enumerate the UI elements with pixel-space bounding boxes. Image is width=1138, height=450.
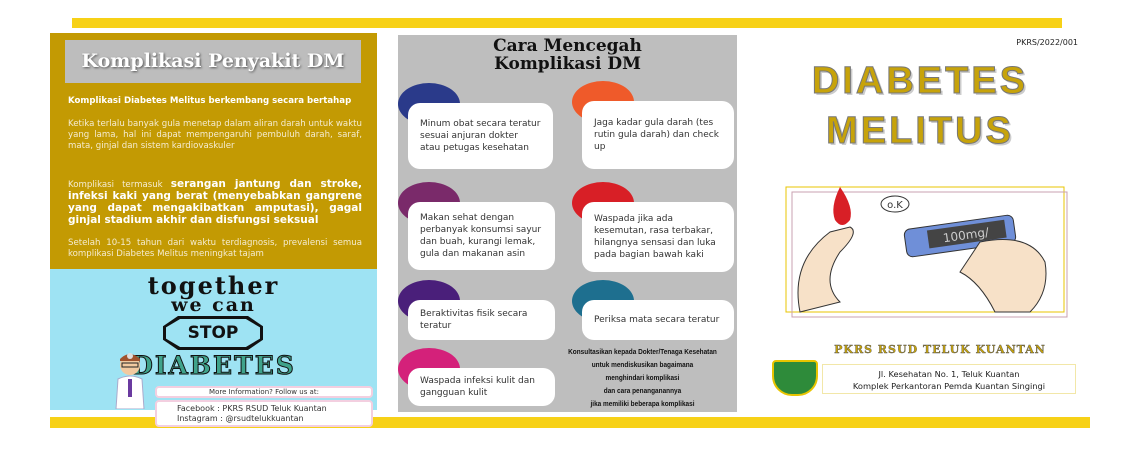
tip-card: Periksa mata secara teratur bbox=[582, 300, 734, 340]
address-line1: Jl. Kesehatan No. 1, Teluk Kuantan bbox=[878, 369, 1020, 379]
poster-diabetes: DIABETES bbox=[131, 351, 296, 381]
address-line2: Komplek Perkantoran Pemda Kuantan Singin… bbox=[852, 381, 1046, 391]
cover-title-diabetes: DIABETES bbox=[811, 60, 1029, 103]
stop-diabetes-poster: together we can STOP DIABETES More Infor… bbox=[50, 269, 377, 427]
doctor-cartoon-icon bbox=[115, 353, 145, 409]
tip-text: Jaga kadar gula darah (tes rutin gula da… bbox=[594, 118, 719, 152]
organization-name: PKRS RSUD TELUK KUANTAN bbox=[834, 343, 1046, 356]
title-line1: Cara Mencegah bbox=[493, 36, 642, 56]
consult-line: menghindari komplikasi bbox=[605, 373, 680, 382]
tip-card: Beraktivitas fisik secara teratur bbox=[408, 300, 555, 340]
tip-card: Minum obat secara teratur sesuai anjuran… bbox=[408, 103, 553, 169]
prevalence-paragraph: Setelah 10-15 tahun dari waktu terdiagno… bbox=[68, 238, 362, 259]
facebook-link[interactable]: Facebook : PKRS RSUD Teluk Kuantan bbox=[177, 404, 327, 413]
top-yellow-bar bbox=[72, 18, 1062, 28]
meter-reading: 100mg/ bbox=[942, 225, 991, 245]
stop-label: STOP bbox=[166, 319, 260, 347]
title-line2: Komplikasi DM bbox=[494, 54, 641, 74]
tip-text: Beraktivitas fisik secara teratur bbox=[420, 309, 528, 331]
consult-line: Konsultasikan kepada Dokter/Tenaga Keseh… bbox=[568, 347, 717, 356]
consult-line: untuk mendiskusikan bagaimana bbox=[591, 360, 694, 369]
complications-title: Komplikasi Penyakit DM bbox=[65, 40, 361, 83]
consult-note: Konsultasikan kepada Dokter/Tenaga Keseh… bbox=[564, 345, 721, 410]
complications-subtitle: Komplikasi Diabetes Melitus berkembang s… bbox=[68, 96, 352, 106]
tip-text: Waspada jika ada kesemutan, rasa terbaka… bbox=[594, 214, 716, 260]
consult-line: dan cara penanganannya bbox=[603, 386, 682, 395]
social-links: Facebook : PKRS RSUD Teluk Kuantan Insta… bbox=[155, 400, 373, 427]
document-code: PKRS/2022/001 bbox=[1016, 38, 1078, 47]
address: Jl. Kesehatan No. 1, Teluk Kuantan Kompl… bbox=[822, 364, 1076, 394]
complications-list: serangan jantung dan stroke, infeksi kak… bbox=[68, 178, 362, 226]
tip-card: Makan sehat dengan perbanyak konsumsi sa… bbox=[408, 202, 555, 270]
complications-panel: Komplikasi Penyakit DM Komplikasi Diabet… bbox=[50, 33, 377, 269]
glucose-test-illustration-icon: o.K 100mg/ bbox=[785, 186, 1068, 318]
complications-paragraph: Ketika terlalu banyak gula menetap dalam… bbox=[68, 119, 362, 151]
bottom-yellow-bar bbox=[50, 417, 1090, 428]
tip-card: Jaga kadar gula darah (tes rutin gula da… bbox=[582, 101, 734, 169]
cover-panel: PKRS/2022/001 DIABETES MELITUS o.K 100mg… bbox=[750, 30, 1090, 415]
bubble-text: o.K bbox=[887, 200, 903, 211]
consult-line: jika memiliki beberapa komplikasi bbox=[590, 399, 695, 408]
stop-sign-icon: STOP bbox=[163, 316, 263, 350]
tip-text: Periksa mata secara teratur bbox=[594, 315, 720, 325]
tip-text: Minum obat secara teratur sesuai anjuran… bbox=[420, 119, 541, 153]
more-info-label: More Information? Follow us at: bbox=[155, 386, 373, 398]
complications-list-paragraph: Komplikasi termasuk serangan jantung dan… bbox=[68, 179, 362, 227]
tip-card: Waspada infeksi kulit dan gangguan kulit bbox=[408, 368, 555, 406]
regency-logo-icon bbox=[772, 360, 818, 396]
tip-text: Makan sehat dengan perbanyak konsumsi sa… bbox=[420, 213, 542, 259]
lead: Komplikasi termasuk bbox=[68, 180, 171, 190]
tip-card: Waspada jika ada kesemutan, rasa terbaka… bbox=[582, 202, 734, 272]
poster-we-can: we can bbox=[171, 294, 256, 316]
tip-text: Waspada infeksi kulit dan gangguan kulit bbox=[420, 376, 535, 398]
cover-title-melitus: MELITUS bbox=[826, 110, 1014, 153]
instagram-link[interactable]: Instagram : @rsudtelukkuantan bbox=[177, 414, 304, 423]
poster-together: together bbox=[147, 271, 280, 300]
